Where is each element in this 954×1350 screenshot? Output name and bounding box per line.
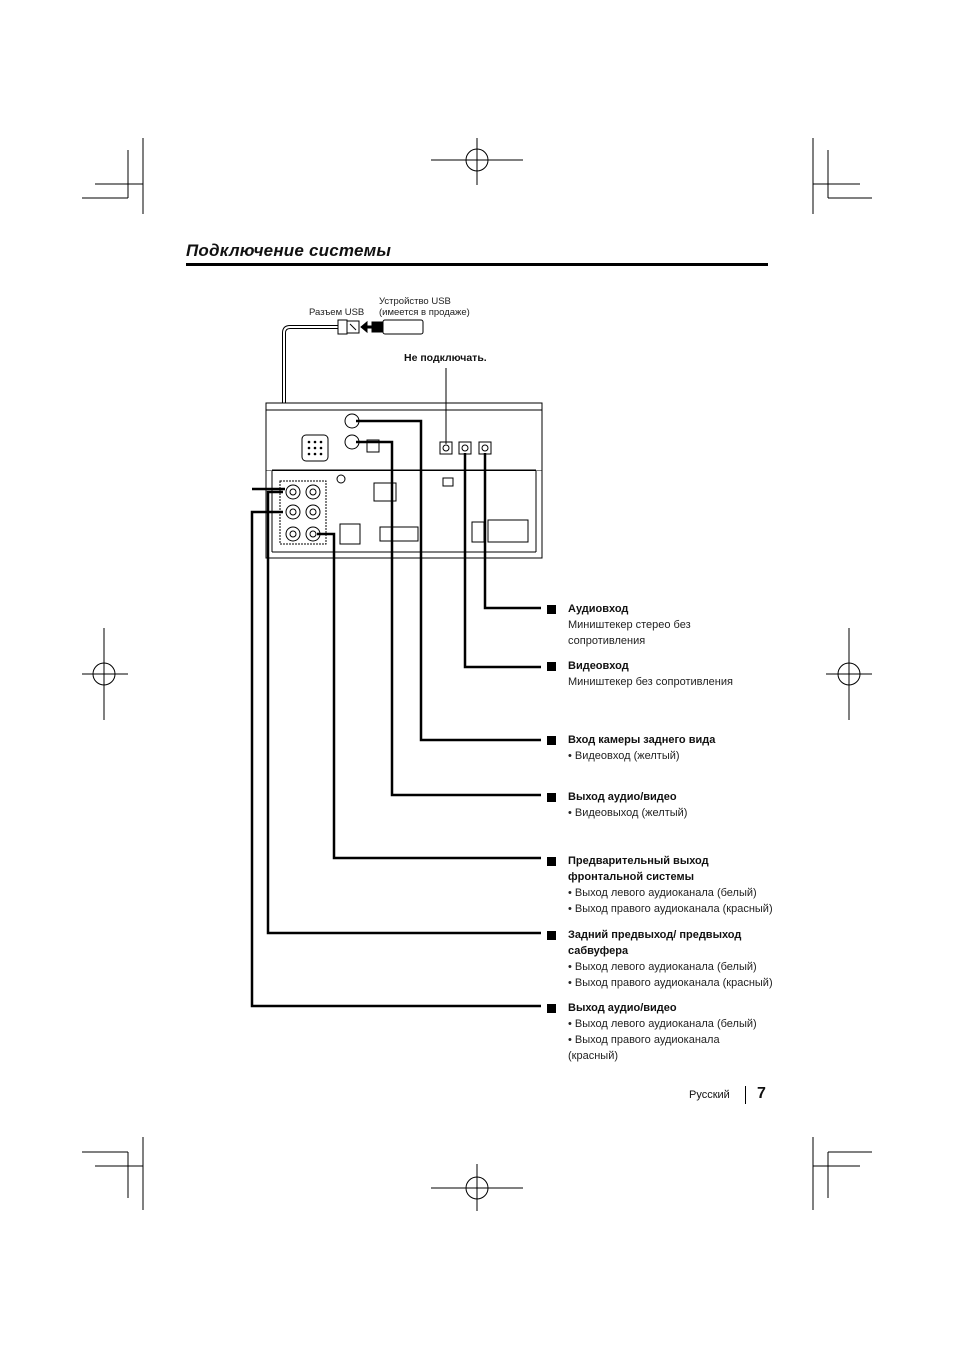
usb-connector-label: Разъем USB bbox=[309, 307, 365, 318]
item-av-output-video: Выход аудио/видео • Видеовыход (желтый) bbox=[547, 789, 797, 821]
bullet-square bbox=[547, 736, 556, 745]
item-rear-camera-input: Вход камеры заднего вида • Видеовход (же… bbox=[547, 732, 797, 764]
item-title: Вход камеры заднего вида bbox=[568, 734, 716, 746]
usb-connector bbox=[337, 319, 360, 335]
registration-mark-left bbox=[82, 628, 128, 720]
registration-mark-top bbox=[431, 138, 523, 185]
item-title: Предварительный выход bbox=[568, 855, 709, 867]
title-rule bbox=[186, 263, 768, 266]
item-desc: • Выход левого аудиоканала (белый) bbox=[568, 961, 757, 973]
item-desc: • Выход правого аудиоканала bbox=[568, 1034, 720, 1046]
registration-mark-right bbox=[826, 628, 872, 720]
usb-device-label-1: Устройство USB bbox=[379, 296, 451, 307]
page-title: Подключение системы bbox=[186, 241, 392, 260]
item-front-preout: Предварительный выход фронтальной систем… bbox=[547, 853, 797, 917]
item-rear-sub-preout: Задний предвыход/ предвыход сабвуфера • … bbox=[547, 927, 797, 991]
item-title: Видеовход bbox=[568, 660, 629, 672]
item-desc: сопротивления bbox=[568, 635, 646, 647]
leader-lines bbox=[250, 419, 541, 1008]
item-title: Выход аудио/видео bbox=[568, 1002, 677, 1014]
item-desc: • Выход правого аудиоканала (красный) bbox=[568, 903, 773, 915]
crop-marks bbox=[82, 138, 872, 1210]
footer-language: Русский bbox=[689, 1089, 730, 1101]
not-connect-label: Не подключать. bbox=[404, 352, 487, 364]
item-title: Выход аудио/видео bbox=[568, 791, 677, 803]
item-audio-input: Аудиовход Миништекер стерео без сопротив… bbox=[547, 601, 797, 649]
bullet-square bbox=[547, 1004, 556, 1013]
item-desc: • Выход левого аудиоканала (белый) bbox=[568, 887, 757, 899]
footer-separator bbox=[745, 1086, 746, 1104]
item-title: Задний предвыход/ предвыход bbox=[568, 929, 742, 941]
item-title-2: сабвуфера bbox=[568, 945, 629, 957]
item-title: Аудиовход bbox=[568, 603, 629, 615]
item-desc: Миништекер без сопротивления bbox=[568, 676, 733, 688]
bullet-square bbox=[547, 857, 556, 866]
item-desc: Миништекер стерео без bbox=[568, 619, 691, 631]
item-desc: • Выход левого аудиоканала (белый) bbox=[568, 1018, 757, 1030]
bullet-square bbox=[547, 931, 556, 940]
item-desc: • Видеовыход (желтый) bbox=[568, 807, 688, 819]
usb-device-label-2: (имеется в продаже) bbox=[379, 307, 470, 318]
registration-mark-bottom bbox=[431, 1164, 523, 1211]
item-desc: (красный) bbox=[568, 1050, 618, 1062]
item-title-2: фронтальной системы bbox=[568, 871, 695, 883]
item-video-input: Видеовход Миништекер без сопротивления bbox=[547, 658, 797, 690]
page-number: 7 bbox=[757, 1085, 766, 1102]
item-desc: • Видеовход (желтый) bbox=[568, 750, 680, 762]
usb-device bbox=[360, 319, 424, 335]
bullet-square bbox=[547, 662, 556, 671]
item-av-output-audio: Выход аудио/видео • Выход левого аудиока… bbox=[547, 1000, 797, 1064]
bullet-square bbox=[547, 793, 556, 802]
head-unit-rear bbox=[265, 402, 543, 559]
item-desc: • Выход правого аудиоканала (красный) bbox=[568, 977, 773, 989]
bullet-square bbox=[547, 605, 556, 614]
